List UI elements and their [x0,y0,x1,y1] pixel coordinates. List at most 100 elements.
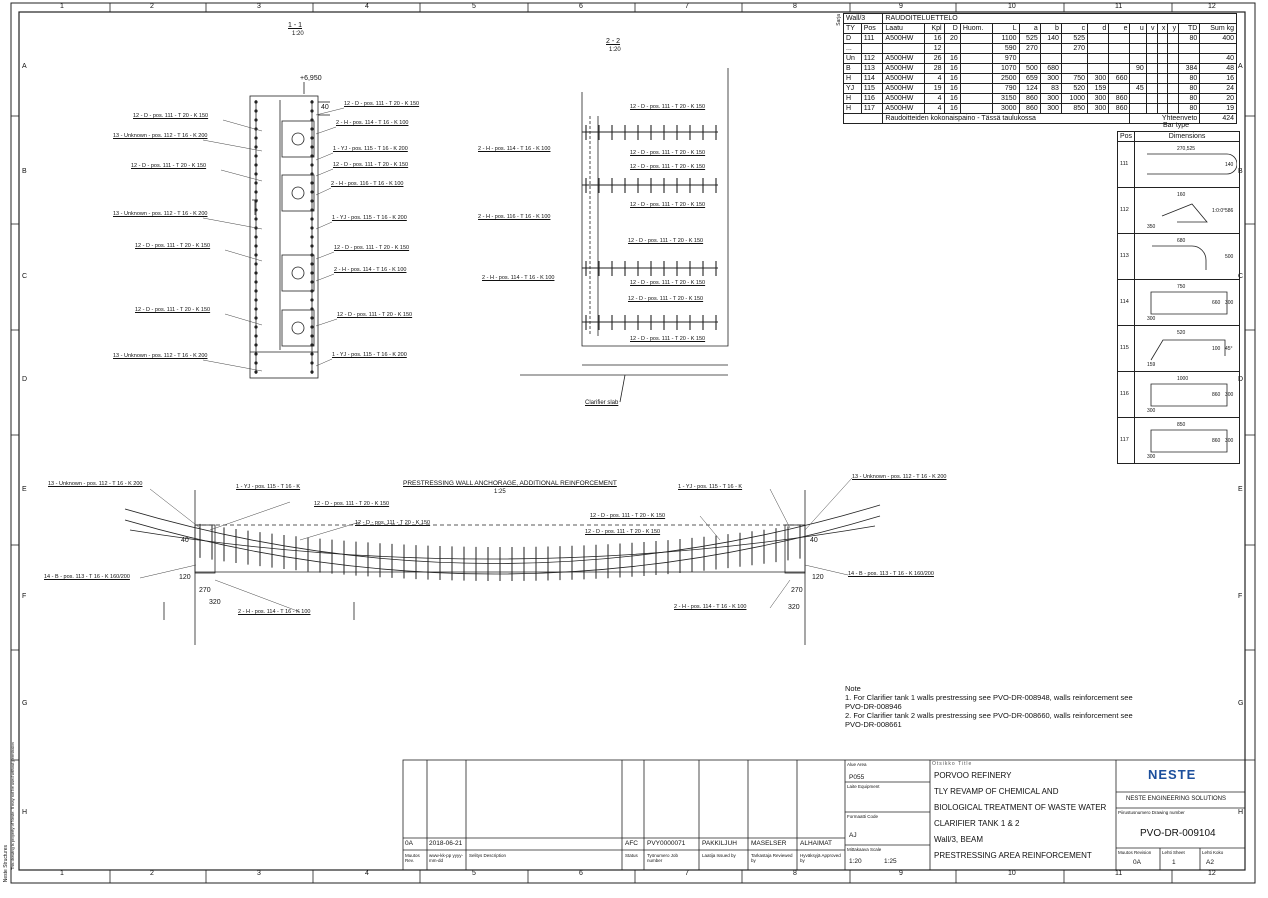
table-cell [959,53,994,64]
rebar-dot [254,352,258,356]
clarifier-slab-label: Clarifier slab [585,400,619,406]
grid-row-label: C [1238,273,1244,280]
grid-row-label: B [1238,168,1243,175]
rev-value: 0A [405,840,413,847]
table-cell [1129,93,1147,104]
leader-line [315,251,335,260]
table-cell: 45 [1129,83,1147,94]
bar-dimension: 300 [1147,454,1156,460]
rebar-label: 2 - H - pos. 114 - T 16 - K 100 [482,275,555,281]
table-cell: 525 [1018,33,1041,44]
rebar-label: 12 - D - pos. 111 - T 20 - K 150 [344,101,420,107]
table-cell [1129,53,1147,64]
rebar-dot [254,253,258,257]
table-cell [1156,103,1169,114]
grid-col-label: 8 [793,3,797,10]
rebar-label: 12 - D - pos. 111 - T 20 - K 150 [630,202,706,208]
table-cell: 4 [924,73,945,84]
table-cell: v [1145,23,1158,34]
table-cell [1145,73,1158,84]
area-value: P055 [849,774,865,781]
table-cell [1167,83,1180,94]
grid-col-label: 3 [257,870,261,877]
rebar-dot [310,298,314,302]
table-cell: 680 [1039,63,1062,74]
table-cell: D [943,23,961,34]
grid-col-label: 10 [1008,3,1016,10]
table-cell: D [843,33,862,44]
level-marker: +6,950 [300,75,322,82]
rebar-dot [254,244,258,248]
table-cell: y [1167,23,1180,34]
table-cell: 300 [1087,73,1110,84]
bar-dimension: 300 [1147,408,1156,414]
leader-line [315,318,338,327]
scale-value-1: 1:20 [849,858,862,865]
leader-line [224,313,263,326]
table-cell [1087,53,1110,64]
leader-line [804,477,853,531]
rebar-dot [254,325,258,329]
rebar-label: 2 - H - pos. 114 - T 16 - K 100 [334,267,407,273]
table-cell: 300 [1087,93,1110,104]
table-cell [1156,53,1169,64]
table-cell: 750 [1060,73,1089,84]
note-line: PVO-DR-008661 [845,720,902,729]
table-cell [1167,73,1180,84]
leader-line [224,249,263,262]
rebar-label: 12 - D - pos. 111 - T 20 - K 150 [135,307,211,313]
rev-header-status: Status [625,853,638,858]
grid-col-label: 5 [472,870,476,877]
table-cell [1167,53,1180,64]
bar-dimension: 1:0:0° [1212,208,1225,214]
table-cell: 860 [1108,93,1131,104]
leader-line [315,107,345,116]
rebar-dot [310,199,314,203]
section-2-2 [520,68,729,403]
table-cell: A500HW [882,63,926,74]
bar-dimension: 140 [1225,162,1234,168]
schedule-title: RAUDOITELUETTELO [882,13,1237,24]
table-cell [1108,53,1131,64]
bar-type-pos: 113 [1116,233,1136,280]
table-cell [1156,33,1169,44]
section-2-2-title: 2 - 2 [606,38,621,45]
rebar-dot [310,109,314,113]
rebar-label: 12 - D - pos. 111 - T 20 - K 150 [630,280,706,286]
table-cell: 124 [1018,83,1041,94]
table-cell: 80 [1178,33,1201,44]
leader-line [149,488,201,529]
table-cell: 83 [1039,83,1062,94]
table-cell: Sum kg [1199,23,1237,34]
grid-col-label: 12 [1208,3,1216,10]
grid-marks [11,3,1255,883]
size-label: Lehti Koko [1202,850,1224,855]
table-cell: 860 [1018,93,1041,104]
rebar-label: 1 - YJ - pos. 115 - T 16 - K 200 [332,215,407,221]
bar-dimension: 520 [1177,330,1186,336]
grid-col-label: 1 [60,3,64,10]
rebar-dot [310,118,314,122]
bar-type-pos: 114 [1116,279,1136,326]
table-cell: 860 [1018,103,1041,114]
table-cell: b [1039,23,1062,34]
table-cell: 3150 [992,93,1020,104]
revision-label: Muutos Revision [1118,850,1152,855]
table-cell: 860 [1108,103,1131,114]
leader-line [315,152,334,161]
bar-dimension: 300 [1225,300,1234,306]
grid-col-label: 7 [685,870,689,877]
table-cell [1167,63,1180,74]
schedule-total-value: 424 [1199,113,1237,124]
grid-col-label: 3 [257,3,261,10]
rebar-dot [310,163,314,167]
table-cell: 140 [1039,33,1062,44]
